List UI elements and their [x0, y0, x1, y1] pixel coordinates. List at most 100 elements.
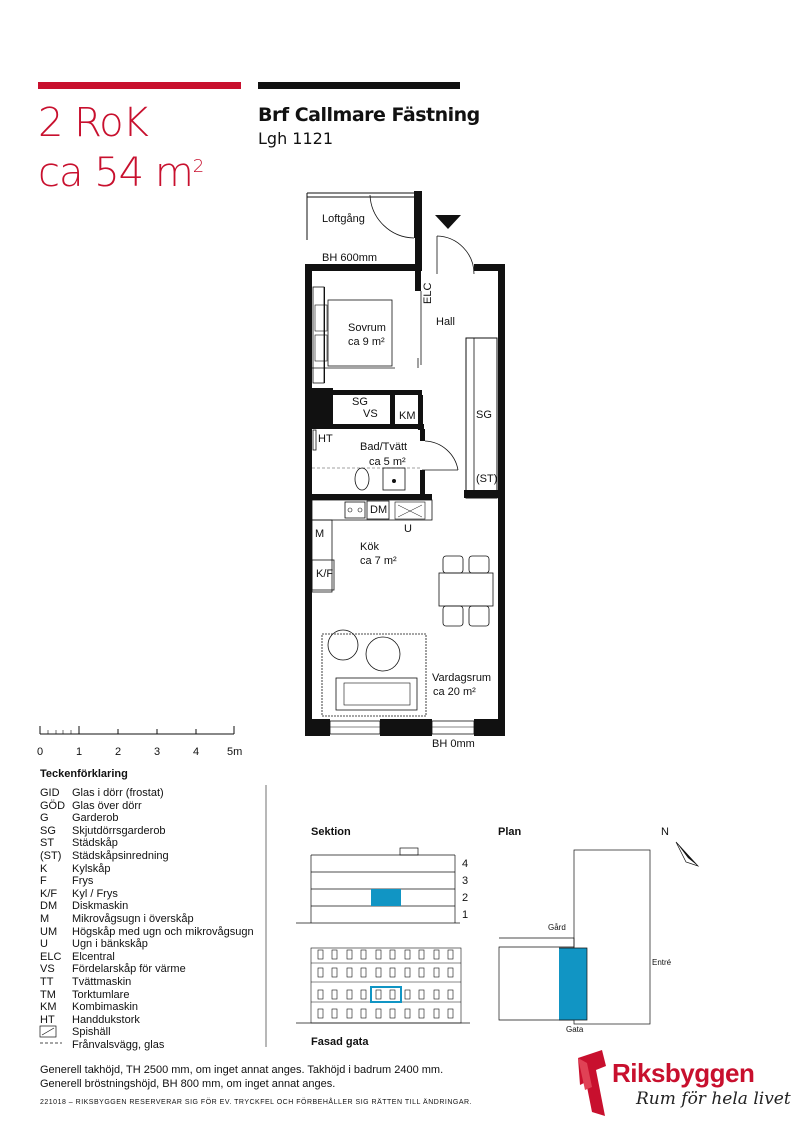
legend-text: Frånvalsvägg, glas — [72, 1039, 165, 1051]
label-m: M — [315, 528, 325, 540]
label-u: U — [404, 523, 412, 535]
label-st: (ST) — [476, 473, 498, 485]
scale-tick-1: 1 — [76, 746, 83, 758]
legend-item: HT Handdukstork — [40, 1014, 140, 1027]
legend-code: TT — [40, 976, 54, 988]
legend-item: (ST) Städskåpsinredning — [40, 850, 169, 863]
legend-text: Frys — [72, 875, 94, 888]
label-hall: Hall — [436, 316, 455, 328]
disclaimer-footer: 221018 – RIKSBYGGEN RESERVERAR SIG FÖR E… — [40, 1099, 472, 1106]
legend-text: Skjutdörrsgarderob — [72, 824, 166, 837]
floor-number: 3 — [462, 875, 469, 887]
label-elc: ELC — [422, 282, 434, 304]
floor-number: 4 — [462, 858, 469, 870]
label-kok-area: ca 7 m² — [360, 555, 397, 567]
note-line: Generell bröstningshöjd, BH 800 mm, om i… — [40, 1078, 336, 1090]
apartment-number: Lgh 1121 — [258, 129, 334, 148]
label-loftgang: Loftgång — [322, 213, 365, 225]
scale-tick-5: 5m — [227, 746, 243, 758]
legend-text: Ugn i bänkskåp — [72, 938, 148, 951]
label-bad-area: ca 5 m² — [369, 456, 406, 468]
legend-item: KM Kombimaskin — [40, 1001, 138, 1014]
floor-number: 1 — [462, 909, 469, 921]
legend-code: UM — [40, 925, 58, 938]
plan-gard-label: Gård — [548, 923, 566, 932]
floor-number: 2 — [462, 892, 469, 904]
label-bad: Bad/Tvätt — [360, 441, 408, 453]
scale-tick-4: 4 — [193, 746, 200, 758]
legend-code: GID — [40, 787, 60, 799]
legend-item: Frånvalsvägg, glas — [40, 1039, 164, 1052]
legend-code: (ST) — [40, 850, 62, 862]
legend-item: UM Högskåp med ugn och mikrovågsugn — [40, 926, 254, 939]
label-vardagsrum-area: ca 20 m² — [433, 686, 476, 698]
legend-item: VS Fördelarskåp för värme — [40, 963, 186, 976]
area-title: ca 54 m2 — [38, 150, 204, 196]
header-bar-red — [38, 82, 241, 89]
legend-item: U Ugn i bänkskåp — [40, 938, 148, 951]
legend-text: Handdukstork — [72, 1013, 140, 1026]
legend-code: DM — [40, 900, 58, 913]
legend-text: Kyl / Frys — [72, 887, 118, 900]
legend-item: K/F Kyl / Frys — [40, 888, 118, 901]
legend-text: Fördelarskåp för värme — [72, 963, 186, 976]
legend-code: ELC — [40, 950, 62, 963]
legend-item: F Frys — [40, 875, 93, 888]
legend-code: HT — [40, 1013, 55, 1026]
legend-code: M — [40, 913, 50, 925]
riksbyggen-logo-mark — [578, 1050, 606, 1116]
legend-item: GID Glas i dörr (frostat) — [40, 787, 164, 800]
legend-code: K/F — [40, 887, 58, 900]
legend-text: Torktumlare — [72, 988, 130, 1001]
legend-code: VS — [40, 963, 55, 976]
legend-text: Kombimaskin — [72, 1001, 139, 1014]
facade-windows — [317, 949, 454, 1019]
legend-text: Spishäll — [72, 1026, 111, 1039]
legend-code: G — [40, 812, 49, 825]
legend-text: Glas i dörr (frostat) — [72, 787, 164, 799]
legend-item: TT Tvättmaskin — [40, 976, 131, 989]
label-bh-bottom: BH 0mm — [432, 738, 475, 750]
legend-text: Elcentral — [72, 950, 115, 963]
scale-tick-0: 0 — [37, 746, 44, 758]
legend-text: Städskåp — [72, 837, 118, 850]
label-bh-top: BH 600mm — [322, 252, 378, 264]
legend-item: ST Städskåp — [40, 837, 118, 850]
legend-code: U — [40, 938, 48, 951]
legend-text: Garderob — [72, 812, 119, 825]
plan-entre-label: Entré — [652, 958, 672, 967]
scale-tick-3: 3 — [154, 746, 161, 758]
legend-code: SG — [40, 824, 56, 837]
legend-text: Kylskåp — [72, 862, 111, 875]
note-line: Generell takhöjd, TH 2500 mm, om inget a… — [40, 1064, 444, 1076]
legend-text: Högskåp med ugn och mikrovågsugn — [72, 925, 254, 938]
association-name: Brf Callmare Fästning — [258, 104, 480, 126]
label-kf: K/F — [316, 568, 334, 580]
legend-code: ST — [40, 837, 55, 850]
label-sg-hall: SG — [476, 409, 492, 421]
legend-text: Mikrovågsugn i överskåp — [72, 913, 194, 925]
label-dm: DM — [370, 504, 388, 516]
legend-code: F — [40, 875, 47, 888]
legend-code: KM — [40, 1001, 57, 1014]
room-count-title: 2 RoK — [38, 100, 149, 146]
legend-title: Teckenförklaring — [40, 768, 128, 780]
header-bar-black — [258, 82, 460, 89]
section-label: Sektion — [311, 826, 351, 838]
legend-item: SG Skjutdörrsgarderob — [40, 825, 166, 838]
label-ht: HT — [318, 433, 333, 445]
plan-gata-label: Gata — [566, 1025, 584, 1034]
legend-text: Glas över dörr — [72, 799, 142, 812]
legend-text: Tvättmaskin — [72, 976, 132, 988]
legend-item: M Mikrovågsugn i överskåp — [40, 913, 194, 926]
facade-label: Fasad gata — [311, 1036, 369, 1048]
label-vardagsrum: Vardagsrum — [432, 672, 492, 684]
legend-item: Spishäll — [40, 1026, 111, 1039]
compass-north-label: N — [661, 826, 669, 838]
legend-text: Städskåpsinredning — [72, 850, 169, 862]
